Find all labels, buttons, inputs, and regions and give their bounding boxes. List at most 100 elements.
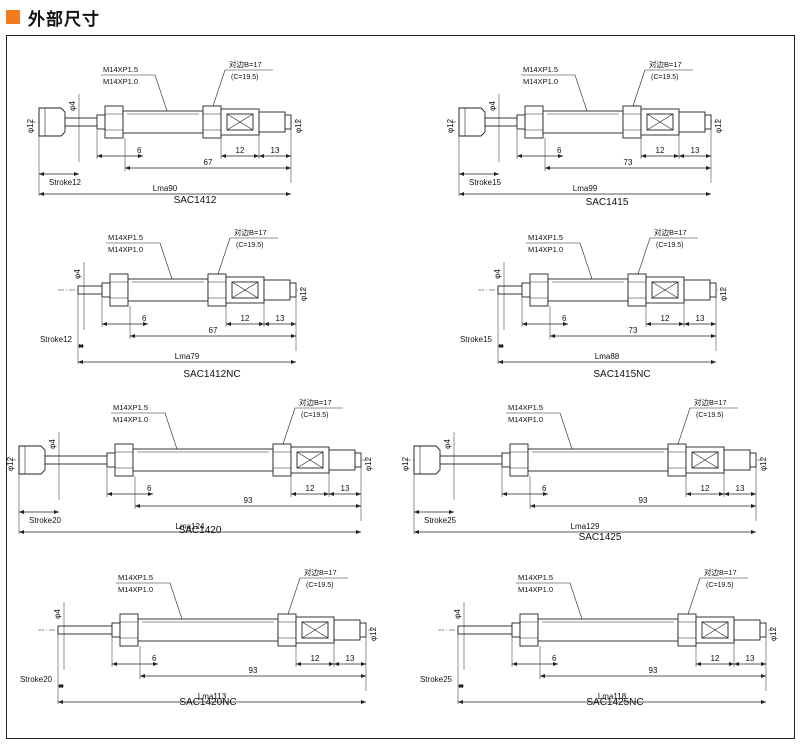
diameter-right-label: φ12 (369, 626, 378, 641)
diagonal-label: (C=19.5) (651, 74, 678, 81)
dim-6-label: 6 (562, 314, 567, 323)
dim-13-label: 13 (341, 484, 350, 493)
piston-rod (44, 455, 110, 465)
hex-nut-front (524, 105, 544, 139)
dim-body-arrow-right (291, 334, 296, 338)
piston-rod (77, 285, 105, 295)
dim-body-label: 67 (204, 158, 213, 167)
stopper-cap (38, 107, 66, 137)
dim-13-arrow-left (329, 492, 334, 496)
dim-lma-label: Lma118 (598, 692, 627, 701)
dim-6-label: 6 (147, 484, 152, 493)
hex-nut-front (529, 273, 549, 307)
piston-rod (439, 455, 505, 465)
threaded-body (542, 110, 624, 134)
diameter-rod-label: φ4 (453, 609, 462, 619)
dim-6-arrow-right (563, 322, 568, 326)
piston-rod (57, 625, 115, 635)
thread-label-1: M14XP1.5 (118, 573, 153, 582)
dim-12-arrow-right (674, 154, 679, 158)
dim-lma-arrow-left (459, 192, 464, 196)
diameter-rod-label: φ4 (68, 101, 77, 111)
model-caption: SAC1420 (179, 525, 222, 536)
dim-body-label: 73 (624, 158, 633, 167)
dim-lma-label: Lma113 (198, 692, 227, 701)
across-leader (637, 237, 651, 275)
dim-6-arrow-right (153, 662, 158, 666)
end-tube (328, 449, 356, 471)
dim-body-arrow-left (135, 504, 140, 508)
dim-6-arrow-left (517, 154, 522, 158)
dim-body-label: 93 (649, 666, 658, 675)
dim-body-arrow-right (706, 166, 711, 170)
end-tube (683, 279, 711, 301)
dim-13-label: 13 (736, 484, 745, 493)
stroke-label: Stroke20 (20, 675, 53, 684)
thread-leader (559, 412, 573, 450)
dim-body-arrow-left (540, 674, 545, 678)
model-caption: SAC1425NC (586, 697, 643, 708)
thread-label-1: M14XP1.5 (523, 65, 558, 74)
hex-nut-front (519, 613, 539, 647)
diameter-rod-label: φ4 (488, 101, 497, 111)
diameter-rod-label: φ4 (443, 439, 452, 449)
hex-cross (691, 451, 719, 469)
across-leader (282, 407, 296, 445)
rod-collar (501, 452, 511, 468)
dim-stroke-arrow-right (459, 684, 464, 688)
rod-collar (111, 622, 121, 638)
diameter-rod-label: φ4 (73, 269, 82, 279)
stroke-label: Stroke12 (40, 335, 73, 344)
dim-13-arrow-right (706, 154, 711, 158)
dim-body-arrow-left (545, 166, 550, 170)
across-leader (687, 577, 701, 615)
hex-nut-rear (202, 105, 222, 139)
across-flats-label: 对边B=17 (704, 567, 737, 577)
dim-6-arrow-left (107, 492, 112, 496)
dim-6-arrow-left (102, 322, 107, 326)
thread-label-1: M14XP1.5 (108, 233, 143, 242)
dim-12-arrow-left (296, 662, 301, 666)
dim-6-label: 6 (542, 484, 547, 493)
dim-13-arrow-left (334, 662, 339, 666)
dim-12-label: 12 (711, 654, 720, 663)
dim-12-arrow-left (646, 322, 651, 326)
dim-stroke-arrow-left (459, 172, 464, 176)
dim-13-arrow-left (684, 322, 689, 326)
dim-6-arrow-left (522, 322, 527, 326)
dim-6-label: 6 (557, 146, 562, 155)
across-flats-label: 对边B=17 (299, 397, 332, 407)
dim-lma-arrow-right (356, 530, 361, 534)
hex-nut-front (114, 443, 134, 477)
dim-body-arrow-right (711, 334, 716, 338)
dim-13-label: 13 (346, 654, 355, 663)
dim-stroke-arrow-right (499, 344, 504, 348)
stopper-cap (18, 445, 46, 475)
dim-lma-arrow-left (78, 360, 83, 364)
dim-lma-arrow-left (58, 700, 63, 704)
dim-6-label: 6 (137, 146, 142, 155)
dim-stroke-arrow-left (414, 510, 419, 514)
across-leader (217, 237, 231, 275)
rod-collar (511, 622, 521, 638)
dim-lma-label: Lma99 (573, 184, 598, 193)
end-tube (258, 111, 286, 133)
diagonal-label: (C=19.5) (306, 582, 333, 589)
orange-square-icon (6, 10, 20, 24)
dim-13-label: 13 (696, 314, 705, 323)
dim-body-label: 93 (639, 496, 648, 505)
end-plug (359, 622, 367, 638)
across-leader (212, 69, 226, 107)
dim-12-label: 12 (241, 314, 250, 323)
stroke-label: Stroke15 (460, 335, 493, 344)
dim-6-arrow-left (112, 662, 117, 666)
dim-6-arrow-right (148, 492, 153, 496)
dim-12-arrow-right (254, 154, 259, 158)
diameter-right-label: φ12 (759, 456, 768, 471)
thread-label-2: M14XP1.0 (113, 415, 148, 424)
dim-12-arrow-left (221, 154, 226, 158)
dim-lma-arrow-left (19, 530, 24, 534)
dim-stroke-arrow-right (494, 172, 499, 176)
end-plug (354, 452, 362, 468)
